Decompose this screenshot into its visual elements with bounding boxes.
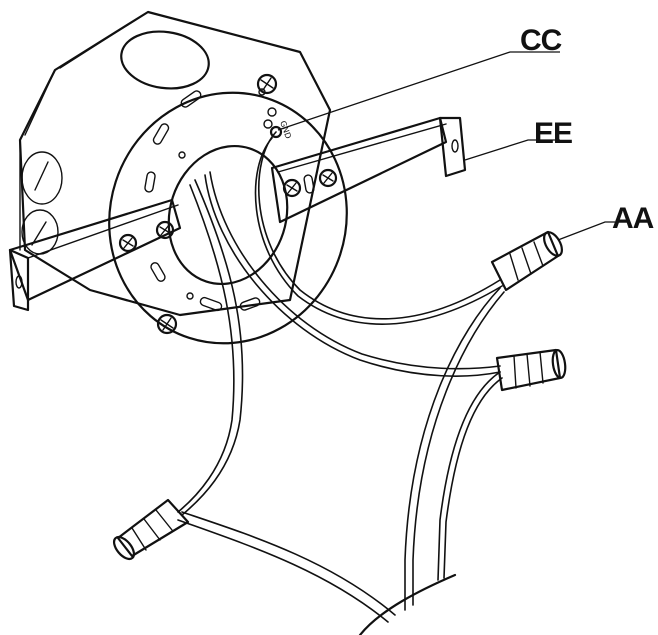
callout-leaders xyxy=(277,51,615,241)
callout-label-ee: EE xyxy=(534,117,572,150)
leader-cc xyxy=(277,51,560,131)
leader-ee xyxy=(464,139,560,161)
callout-label-aa: AA xyxy=(612,202,654,235)
leader-aa xyxy=(557,221,615,241)
wire-connector-bottom-left xyxy=(112,498,190,561)
callout-label-cc: CC xyxy=(520,24,562,57)
mounting-ring: GND xyxy=(108,73,348,345)
left-bracket xyxy=(8,198,182,312)
right-bracket xyxy=(270,116,467,224)
wire-connector-top xyxy=(490,230,563,292)
junction-box xyxy=(18,10,332,317)
wires xyxy=(177,131,505,635)
wire-connector-middle xyxy=(495,348,567,392)
